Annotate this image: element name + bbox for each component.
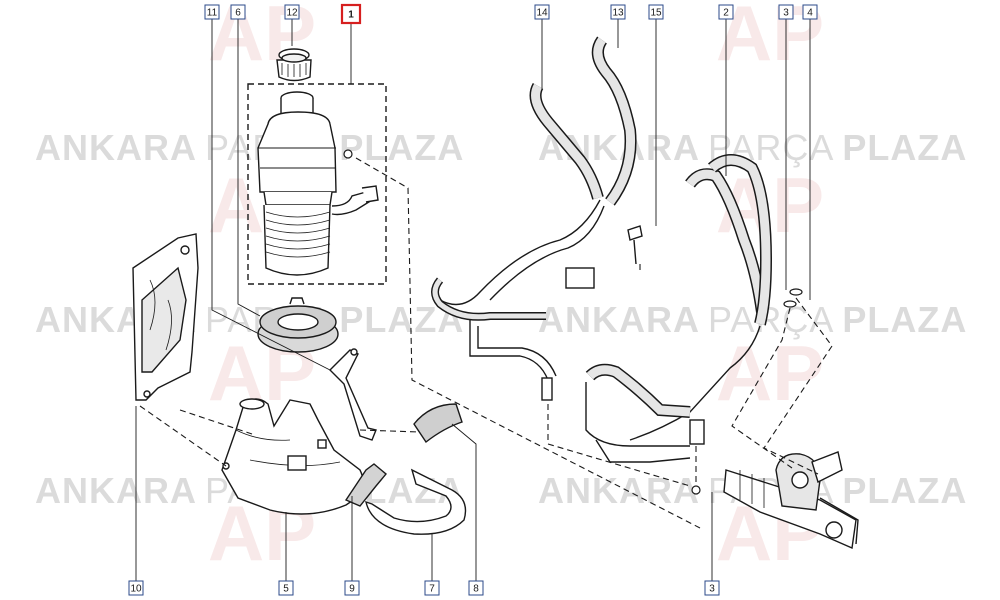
callout-number: 3 [709, 584, 715, 595]
callout-c6[interactable]: 6 [230, 4, 246, 20]
callout-c3b[interactable]: 3 [704, 580, 720, 596]
callout-box [204, 4, 220, 20]
callout-c14[interactable]: 14 [534, 4, 550, 20]
callout-number: 7 [429, 584, 435, 595]
callout-number: 3 [783, 8, 789, 19]
callout-box [340, 3, 362, 25]
callout-number: 8 [473, 584, 479, 595]
callout-number: 1 [348, 10, 354, 21]
callout-box [424, 580, 440, 596]
callout-box [230, 4, 246, 20]
link-bar[interactable] [329, 348, 377, 441]
washers[interactable] [343, 149, 803, 495]
pad-part-8[interactable] [413, 403, 463, 444]
reservoir-support[interactable] [221, 398, 364, 515]
watermark-logo: AP [716, 329, 824, 417]
hose-assembly-right[interactable] [585, 154, 773, 463]
callout-box [278, 580, 294, 596]
callout-number: 6 [235, 8, 241, 19]
strap-part-7[interactable] [365, 468, 467, 535]
leader-lines [135, 18, 811, 582]
mounting-bracket[interactable] [132, 233, 199, 401]
callout-number: 11 [207, 8, 218, 19]
callout-number: 10 [130, 584, 142, 595]
callout-box [610, 4, 626, 20]
clamp-pieces[interactable] [344, 403, 467, 535]
callout-number: 5 [283, 584, 289, 595]
assembly-lines [139, 157, 833, 529]
callout-box [778, 4, 794, 20]
steering-rack[interactable] [723, 451, 859, 550]
callout-box [718, 4, 734, 20]
bolt-part-15[interactable] [627, 225, 643, 265]
callout-c5[interactable]: 5 [278, 580, 294, 596]
callout-c2[interactable]: 2 [718, 4, 734, 20]
callout-c4[interactable]: 4 [802, 4, 818, 20]
callout-c15[interactable]: 15 [648, 4, 664, 20]
callout-box [648, 4, 664, 20]
callout-box [802, 4, 818, 20]
callout-number: 15 [650, 8, 662, 19]
callout-c1[interactable]: 1 [340, 3, 362, 25]
callout-c8[interactable]: 8 [468, 580, 484, 596]
pipe-clip-part-9[interactable] [344, 463, 387, 507]
callout-layer: 11 6 12 1 14 13 15 2 3 4 10 5 9 7 8 3 [128, 3, 818, 596]
reservoir-cap[interactable] [276, 48, 312, 82]
callout-box [534, 4, 550, 20]
callout-c7[interactable]: 7 [424, 580, 440, 596]
callout-number: 12 [286, 8, 298, 19]
hose-assembly-upper[interactable] [431, 36, 637, 401]
callout-number: 13 [612, 8, 624, 19]
callout-c13[interactable]: 13 [610, 4, 626, 20]
callout-number: 14 [536, 8, 548, 19]
callout-number: 4 [807, 8, 813, 19]
reservoir-body[interactable] [257, 91, 379, 276]
callout-c3t[interactable]: 3 [778, 4, 794, 20]
callout-box [344, 580, 360, 596]
callout-box [128, 580, 144, 596]
reservoir-assembly[interactable] [247, 48, 387, 285]
callout-number: 2 [723, 8, 729, 19]
callout-box [468, 580, 484, 596]
callout-number: 9 [349, 584, 355, 595]
callout-c12[interactable]: 12 [284, 4, 300, 20]
callout-c11[interactable]: 11 [204, 4, 220, 20]
reservoir-dashed-box [247, 83, 387, 285]
callout-c10[interactable]: 10 [128, 580, 144, 596]
callout-c9[interactable]: 9 [344, 580, 360, 596]
callout-box [284, 4, 300, 20]
callout-box [704, 580, 720, 596]
insulator-ring[interactable] [257, 297, 339, 353]
